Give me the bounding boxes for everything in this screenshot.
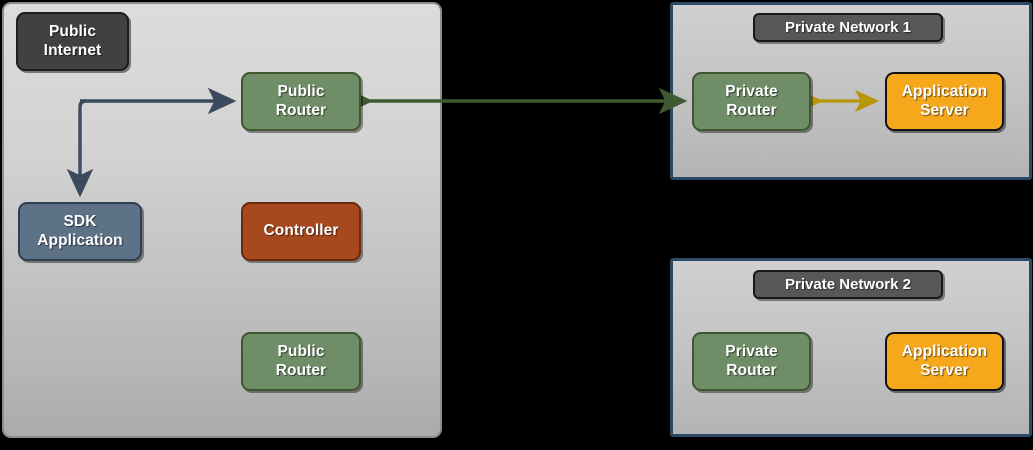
node-private-router-1[interactable]: Private Router — [692, 72, 811, 131]
private-network-1-title-label: Private Network 1 — [785, 19, 911, 36]
node-application-server-2-label: Application Server — [901, 343, 988, 379]
node-private-router-2-label: Private Router — [725, 343, 778, 379]
private-network-2-title: Private Network 2 — [753, 270, 943, 299]
node-public-internet[interactable]: Public Internet — [16, 12, 129, 71]
node-controller-label: Controller — [263, 222, 339, 240]
node-application-server-1[interactable]: Application Server — [885, 72, 1004, 131]
node-public-router-bottom-label: Public Router — [275, 343, 327, 379]
node-private-router-2[interactable]: Private Router — [692, 332, 811, 391]
node-application-server-2[interactable]: Application Server — [885, 332, 1004, 391]
node-private-router-1-label: Private Router — [725, 83, 778, 119]
node-public-router-bottom[interactable]: Public Router — [241, 332, 361, 391]
node-public-router-top-label: Public Router — [275, 83, 327, 119]
private-network-1-title: Private Network 1 — [753, 13, 943, 42]
node-sdk-application-label: SDK Application — [37, 213, 123, 249]
private-network-2-title-label: Private Network 2 — [785, 276, 911, 293]
node-controller[interactable]: Controller — [241, 202, 361, 261]
node-application-server-1-label: Application Server — [901, 83, 988, 119]
node-sdk-application[interactable]: SDK Application — [18, 202, 142, 261]
node-public-internet-label: Public Internet — [43, 23, 102, 59]
node-public-router-top[interactable]: Public Router — [241, 72, 361, 131]
